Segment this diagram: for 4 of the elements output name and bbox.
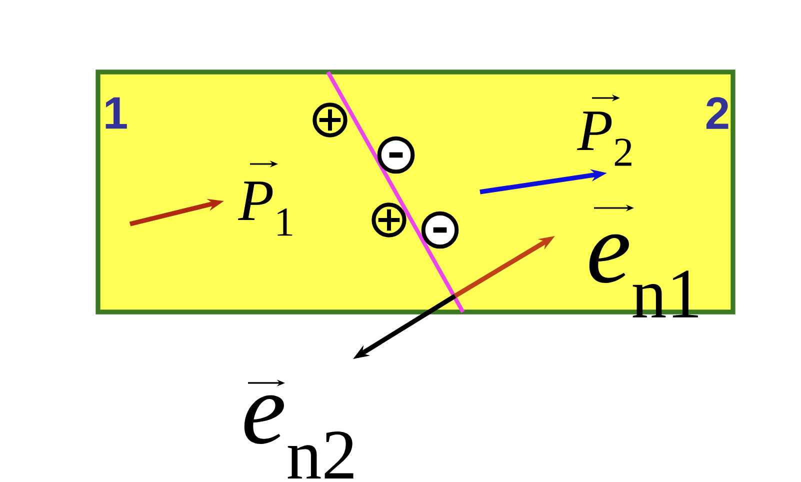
vector-label: e$_{n2}$	[244, 380, 354, 479]
vector-label: P$_{1}$	[238, 160, 292, 236]
vector-label: P$_{2}$	[576, 94, 632, 166]
vector-label: e$_{n1}$	[589, 204, 698, 318]
